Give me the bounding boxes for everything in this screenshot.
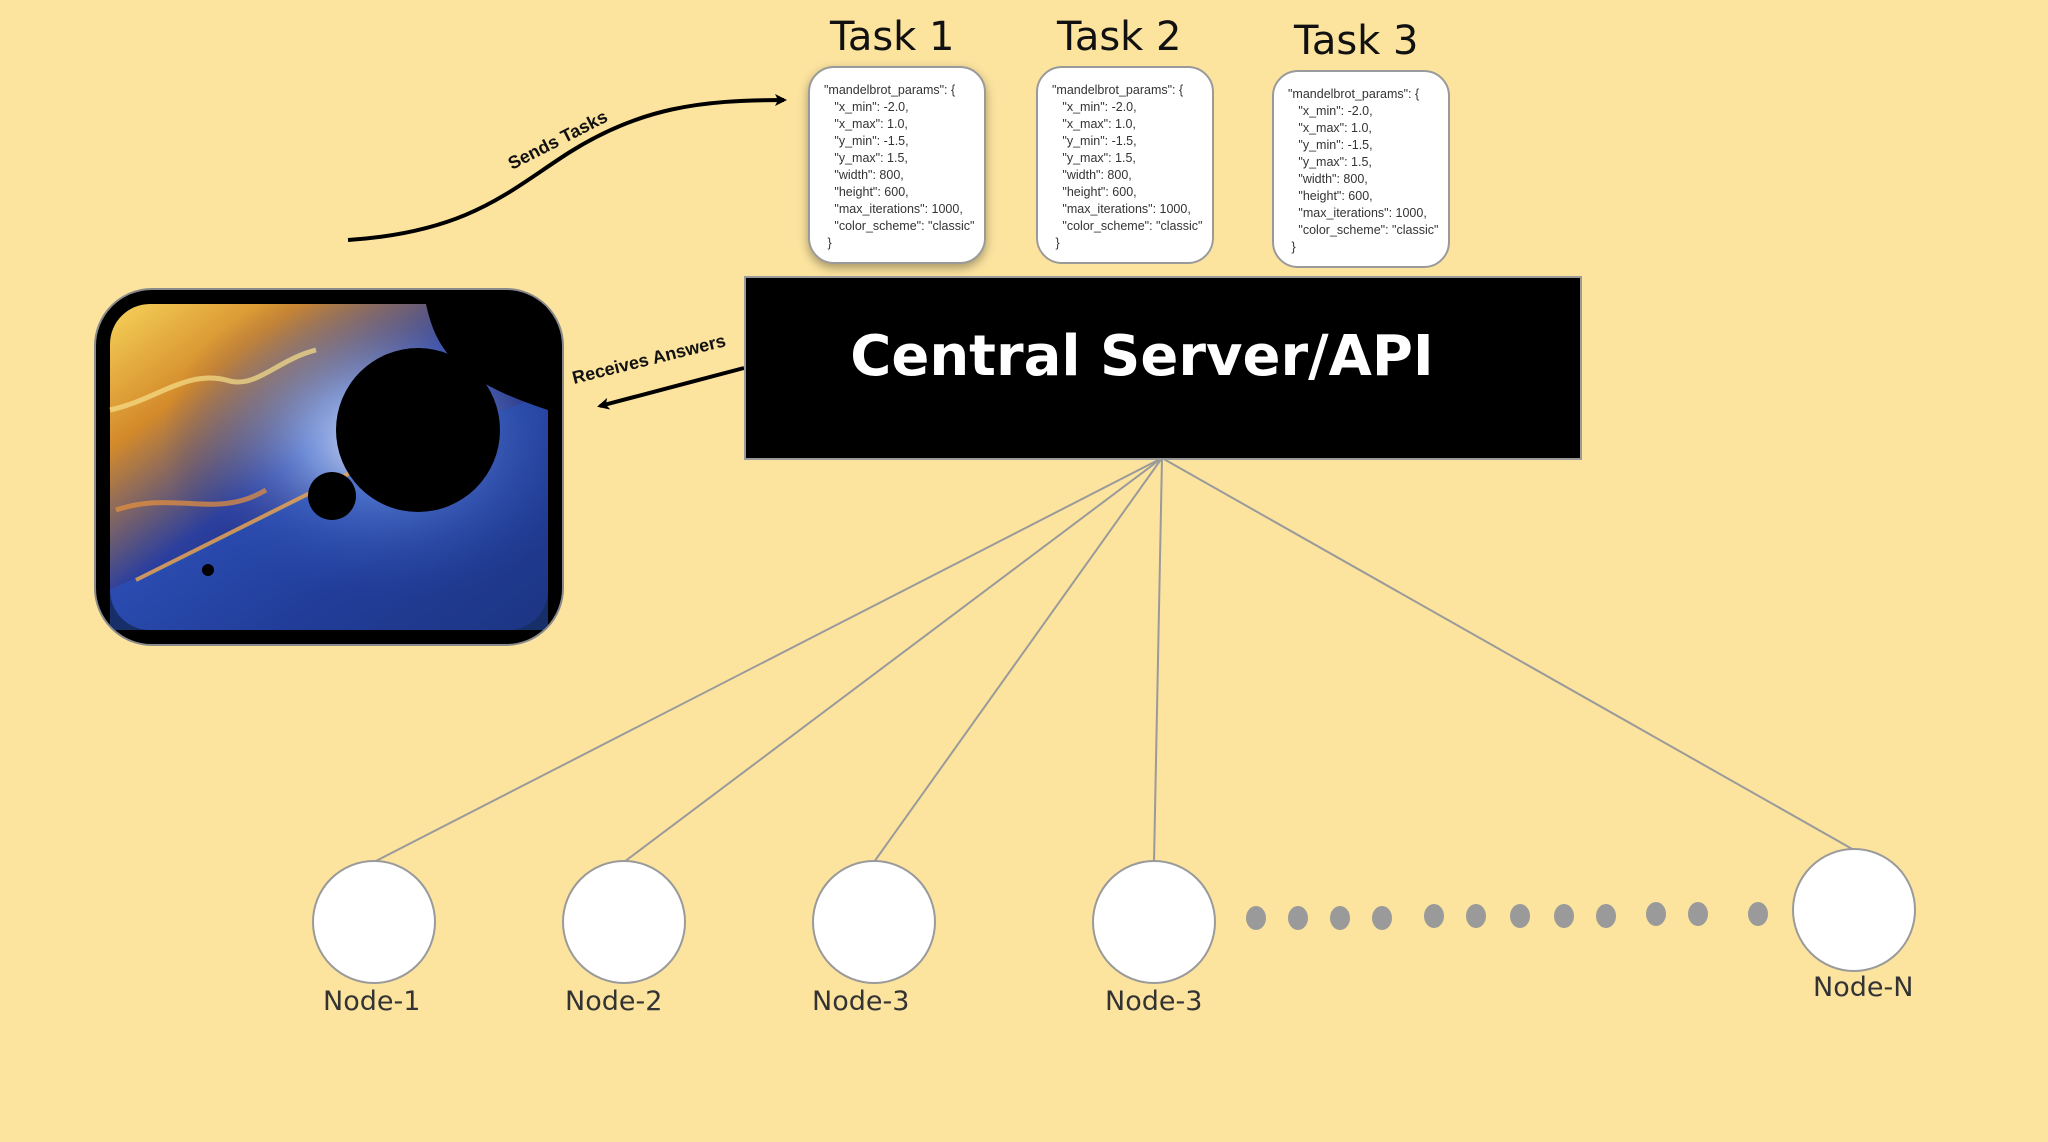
node-1-circle xyxy=(312,860,436,984)
task-3-params: "mandelbrot_params": { "x_min": -2.0, "x… xyxy=(1288,87,1439,254)
sends-tasks-arrow xyxy=(347,94,787,242)
task-1-title: Task 1 xyxy=(830,14,955,60)
ellipsis-dot xyxy=(1688,902,1708,926)
node-3b-circle xyxy=(1092,860,1216,984)
central-server-label: Central Server/API xyxy=(850,324,1434,389)
node-3-circle xyxy=(812,860,936,984)
ellipsis-dot xyxy=(1554,904,1574,928)
connector-line-node-2 xyxy=(623,457,1163,863)
task-3-card: "mandelbrot_params": { "x_min": -2.0, "x… xyxy=(1272,70,1450,268)
task-2-params: "mandelbrot_params": { "x_min": -2.0, "x… xyxy=(1052,83,1203,250)
task-2-card: "mandelbrot_params": { "x_min": -2.0, "x… xyxy=(1036,66,1214,264)
connector-line-node-3b xyxy=(1153,457,1163,863)
ellipsis-dot xyxy=(1330,906,1350,930)
central-server-box: Central Server/API xyxy=(744,276,1582,460)
ellipsis-dot xyxy=(1596,904,1616,928)
connector-line-node-3a xyxy=(873,457,1163,863)
task-3-title: Task 3 xyxy=(1294,18,1419,64)
ellipsis-dot xyxy=(1748,902,1768,926)
node-2-circle xyxy=(562,860,686,984)
node-n-circle xyxy=(1792,848,1916,972)
ellipsis-dot xyxy=(1372,906,1392,930)
receives-answers-arrow xyxy=(597,366,745,410)
fractal-image xyxy=(109,304,548,630)
connector-line-node-1 xyxy=(373,457,1163,863)
ellipsis-dot xyxy=(1510,904,1530,928)
node-3b-label: Node-3 xyxy=(1105,986,1203,1017)
task-2-title: Task 2 xyxy=(1057,14,1182,60)
ellipsis-dot xyxy=(1424,904,1444,928)
connector-line-node-n xyxy=(1161,457,1855,851)
ellipsis-dot xyxy=(1466,904,1486,928)
node-2-label: Node-2 xyxy=(565,986,663,1017)
ellipsis-dot xyxy=(1646,902,1666,926)
node-1-label: Node-1 xyxy=(323,986,421,1017)
ellipsis-dot xyxy=(1246,906,1266,930)
task-1-params: "mandelbrot_params": { "x_min": -2.0, "x… xyxy=(824,83,975,250)
node-n-label: Node-N xyxy=(1813,972,1914,1003)
node-3-label: Node-3 xyxy=(812,986,910,1017)
mandelbrot-fractal-icon xyxy=(94,288,564,646)
task-1-card: "mandelbrot_params": { "x_min": -2.0, "x… xyxy=(808,66,986,264)
ellipsis-dot xyxy=(1288,906,1308,930)
